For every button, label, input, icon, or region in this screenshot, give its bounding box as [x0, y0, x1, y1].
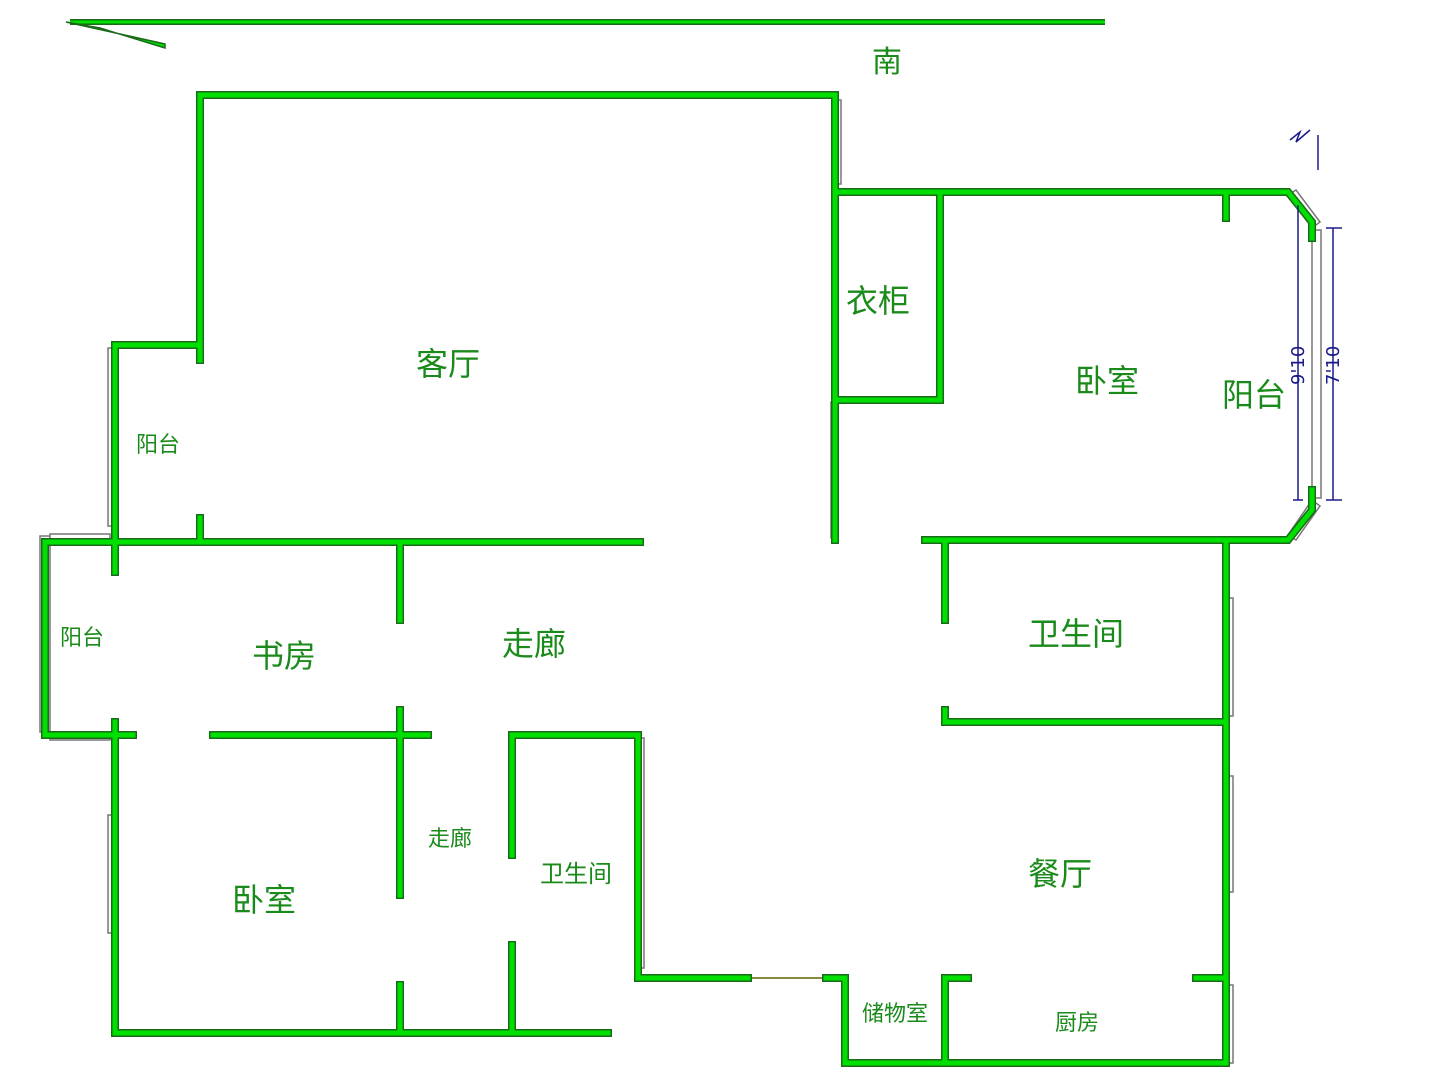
room-label-bedroom-master: 卧室	[1075, 362, 1139, 400]
walls	[41, 91, 1316, 1067]
room-label-dining-room: 餐厅	[1028, 855, 1092, 893]
room-label-living-room: 客厅	[416, 345, 480, 383]
room-label-storage-room: 储物室	[862, 1002, 928, 1027]
room-label-kitchen: 厨房	[1055, 1011, 1099, 1036]
wall-segment	[112, 342, 203, 523]
room-label-bedroom-second: 卧室	[232, 881, 296, 919]
wall-segment	[42, 539, 118, 738]
wall-segment	[509, 732, 751, 981]
wall-segment	[823, 537, 1229, 1066]
compass-arrow	[65, 19, 1105, 50]
wall-segment	[508, 731, 752, 982]
room-label-bathroom-west: 卫生间	[540, 860, 612, 888]
wall-segment	[942, 707, 1229, 725]
compass-label: 南	[872, 45, 902, 80]
wall-segment	[831, 188, 1316, 242]
room-label-balcony-east: 阳台	[1222, 376, 1286, 414]
wall-segment	[832, 189, 1315, 241]
room-label-bathroom-east: 卫生间	[1028, 615, 1124, 653]
room-label-corridor-main: 走廊	[502, 625, 566, 663]
wall-segment	[197, 92, 838, 363]
wall-segment	[822, 536, 1230, 1067]
room-label-wardrobe: 衣柜	[846, 282, 910, 320]
room-label-balcony-west-top: 阳台	[136, 433, 180, 458]
room-label-corridor-small: 走廊	[428, 827, 472, 852]
wall-segment	[832, 189, 943, 403]
room-label-balcony-west-bottom: 阳台	[60, 626, 104, 651]
dimension-outer: 7'10	[1323, 346, 1344, 385]
wall-segment	[942, 975, 971, 1066]
dimension-inner: 9'10	[1288, 346, 1309, 385]
wall-segment	[112, 719, 611, 1036]
wall-segment	[196, 91, 839, 364]
wall-segment	[921, 486, 1316, 544]
wall-segment	[922, 487, 1315, 543]
dimension-lines	[1289, 129, 1342, 501]
room-label-study: 书房	[252, 637, 316, 675]
wall-segment	[941, 974, 972, 1067]
wall-segment	[111, 718, 612, 1037]
